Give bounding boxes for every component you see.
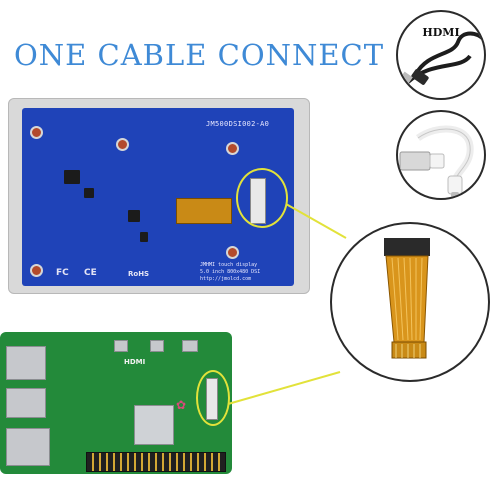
usb-c-cable-icon [399,125,474,198]
pcb-chip [84,188,94,198]
ffc-cable-callout [330,222,490,382]
lcd-model: JM500DSI002-A0 [206,120,270,128]
lcd-info-line: http://jmolcd.com [200,276,252,282]
lcd-info-line: 5.0 inch 800x480 DSI [200,269,261,275]
usb-c-port [182,340,198,352]
lcd-connector-highlight [236,168,288,228]
usb-cable-callout [396,110,486,200]
hdmi-cable-icon [400,31,484,85]
mount-hole [116,138,129,151]
usb-port [6,346,46,380]
ce-mark: CE [84,268,97,278]
rohs-mark: RoHS [128,270,150,278]
raspberry-logo-icon: ✿ [176,398,187,412]
rpi-hdmi-label: HDMI [124,358,146,366]
pcb-chip [140,232,148,242]
micro-hdmi-port [114,340,128,352]
ethernet-port [6,428,50,466]
hdmi-label: HDMI [422,26,460,39]
pcb-chip [128,210,140,222]
cpu-shield [134,405,174,445]
lcd-ffc-tape [176,198,232,224]
usb-port [6,388,46,418]
micro-hdmi-port [150,340,164,352]
mount-hole [226,246,239,259]
rpi-callout-line [227,371,341,405]
mount-hole [226,142,239,155]
mount-hole [30,126,43,139]
mount-hole [30,264,43,277]
ffc-cable-icon [384,238,430,359]
hdmi-cable-callout: HDMI [396,10,486,100]
pcb-chip [64,170,80,184]
fc-mark: FC [56,268,69,278]
lcd-info-line: JMHMI touch display [200,262,258,268]
gpio-header [86,452,226,472]
headline: ONE CABLE CONNECT [14,38,385,72]
rpi-connector-highlight [196,370,230,426]
